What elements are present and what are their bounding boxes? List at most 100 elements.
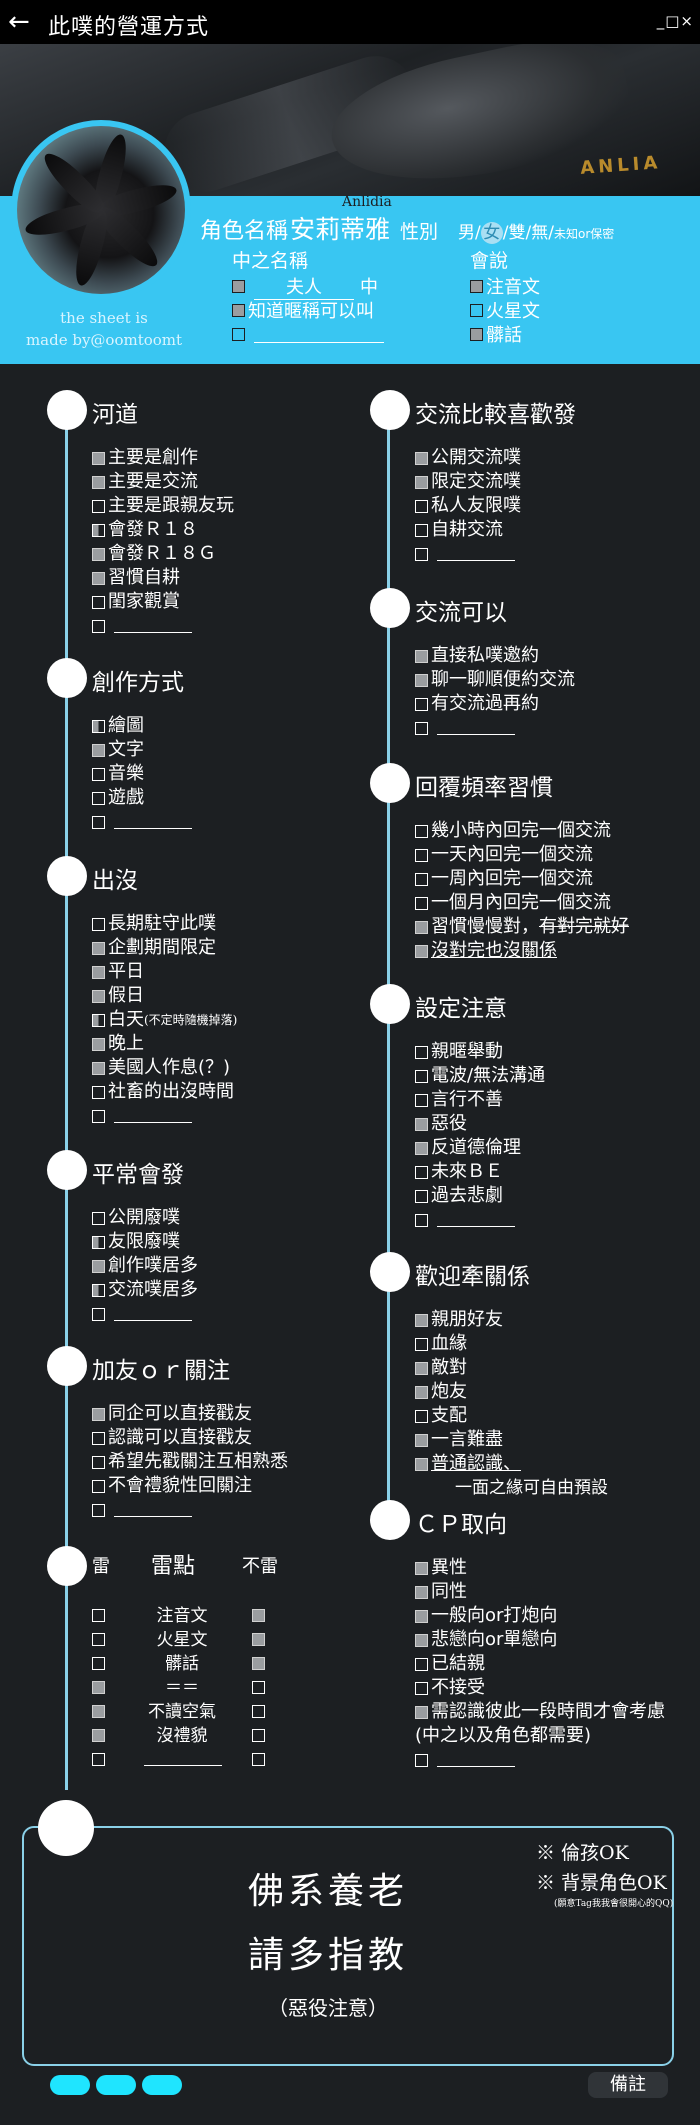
- checkbox[interactable]: [415, 1433, 428, 1447]
- checkbox[interactable]: [415, 1585, 428, 1599]
- checkbox[interactable]: [92, 989, 105, 1003]
- checkbox[interactable]: [415, 499, 428, 513]
- checkbox[interactable]: [92, 619, 105, 633]
- checkbox[interactable]: [415, 1045, 428, 1059]
- checkbox[interactable]: [92, 1211, 105, 1225]
- checkbox[interactable]: [92, 1037, 105, 1051]
- checkbox[interactable]: [470, 303, 483, 317]
- checkbox[interactable]: [92, 1455, 105, 1469]
- checkbox[interactable]: [92, 743, 105, 757]
- checkbox[interactable]: [92, 571, 105, 585]
- checkbox[interactable]: [92, 1681, 105, 1694]
- pill-tab-2[interactable]: [96, 2075, 136, 2095]
- gender-option[interactable]: 女: [480, 222, 503, 244]
- checkbox[interactable]: [415, 1117, 428, 1131]
- checkbox[interactable]: [232, 303, 245, 317]
- checkbox[interactable]: [92, 499, 105, 513]
- checkbox[interactable]: [415, 824, 428, 838]
- checkbox[interactable]: [92, 917, 105, 931]
- checkbox[interactable]: [92, 1503, 105, 1517]
- checkbox[interactable]: [92, 1109, 105, 1123]
- memo-button[interactable]: 備註: [588, 2072, 668, 2098]
- checkbox[interactable]: [415, 1457, 428, 1471]
- gender-option[interactable]: 未知or保密: [553, 227, 615, 241]
- gender-option[interactable]: 雙: [508, 223, 526, 243]
- checkbox[interactable]: [415, 1165, 428, 1179]
- checkbox[interactable]: [415, 673, 428, 687]
- checkbox[interactable]: [92, 1061, 105, 1075]
- gender-option[interactable]: 無: [531, 223, 549, 243]
- checkbox[interactable]: [92, 1657, 105, 1670]
- checkbox[interactable]: [415, 1313, 428, 1327]
- pill-tab-3[interactable]: [142, 2075, 182, 2095]
- checkbox[interactable]: [92, 523, 105, 537]
- checkbox[interactable]: [92, 815, 105, 829]
- checkbox[interactable]: [415, 1657, 428, 1671]
- checkbox[interactable]: [415, 1681, 428, 1695]
- checkbox[interactable]: [92, 547, 105, 561]
- checkbox[interactable]: [415, 1633, 428, 1647]
- checkbox[interactable]: [92, 1609, 105, 1622]
- checkbox[interactable]: [415, 649, 428, 663]
- gender-options[interactable]: 男/女/雙/無/未知or保密: [458, 218, 614, 244]
- checkbox[interactable]: [252, 1609, 265, 1622]
- checkbox[interactable]: [92, 719, 105, 733]
- checkbox[interactable]: [415, 1385, 428, 1399]
- checkbox[interactable]: [252, 1753, 265, 1766]
- checkbox[interactable]: [92, 767, 105, 781]
- checkbox[interactable]: [415, 1141, 428, 1155]
- checkbox[interactable]: [92, 475, 105, 489]
- checkbox[interactable]: [92, 1729, 105, 1742]
- checkbox[interactable]: [92, 1753, 105, 1766]
- checkbox[interactable]: [470, 327, 483, 341]
- checkbox[interactable]: [415, 523, 428, 537]
- back-arrow-icon[interactable]: ←: [8, 7, 30, 37]
- checkbox[interactable]: [92, 1283, 105, 1297]
- checkbox[interactable]: [415, 944, 428, 958]
- checkbox[interactable]: [92, 941, 105, 955]
- checkbox[interactable]: [92, 965, 105, 979]
- checkbox[interactable]: [415, 1561, 428, 1575]
- checkbox[interactable]: [232, 279, 245, 293]
- checkbox[interactable]: [92, 1259, 105, 1273]
- checkbox[interactable]: [92, 1407, 105, 1421]
- checkbox[interactable]: [415, 547, 428, 561]
- checkbox[interactable]: [415, 475, 428, 489]
- checkbox[interactable]: [415, 848, 428, 862]
- checkbox[interactable]: [92, 1431, 105, 1445]
- checkbox[interactable]: [92, 595, 105, 609]
- checkbox[interactable]: [415, 1213, 428, 1227]
- checkbox[interactable]: [415, 1753, 428, 1767]
- checkbox[interactable]: [415, 1189, 428, 1203]
- checkbox[interactable]: [92, 1479, 105, 1493]
- checkbox[interactable]: [252, 1705, 265, 1718]
- checkbox[interactable]: [252, 1681, 265, 1694]
- checkbox[interactable]: [232, 327, 245, 341]
- checkbox[interactable]: [415, 896, 428, 910]
- checkbox[interactable]: [92, 451, 105, 465]
- checkbox[interactable]: [415, 872, 428, 886]
- checkbox[interactable]: [415, 1069, 428, 1083]
- checkbox[interactable]: [470, 279, 483, 293]
- checkbox[interactable]: [252, 1633, 265, 1646]
- checkbox[interactable]: [415, 1093, 428, 1107]
- checkbox[interactable]: [415, 697, 428, 711]
- gender-option[interactable]: 男: [458, 223, 476, 243]
- checkbox[interactable]: [92, 791, 105, 805]
- checkbox[interactable]: [415, 451, 428, 465]
- checkbox[interactable]: [92, 1633, 105, 1646]
- checkbox[interactable]: [252, 1729, 265, 1742]
- checkbox[interactable]: [252, 1657, 265, 1670]
- checkbox[interactable]: [415, 920, 428, 934]
- checkbox[interactable]: [92, 1085, 105, 1099]
- checkbox[interactable]: [92, 1235, 105, 1249]
- checkbox[interactable]: [92, 1013, 105, 1027]
- checkbox[interactable]: [92, 1705, 105, 1718]
- window-controls[interactable]: _□×: [656, 12, 694, 30]
- checkbox[interactable]: [415, 1361, 428, 1375]
- checkbox[interactable]: [415, 1409, 428, 1423]
- checkbox[interactable]: [415, 1705, 428, 1719]
- checkbox[interactable]: [92, 1307, 105, 1321]
- checkbox[interactable]: [415, 1609, 428, 1623]
- checkbox[interactable]: [415, 721, 428, 735]
